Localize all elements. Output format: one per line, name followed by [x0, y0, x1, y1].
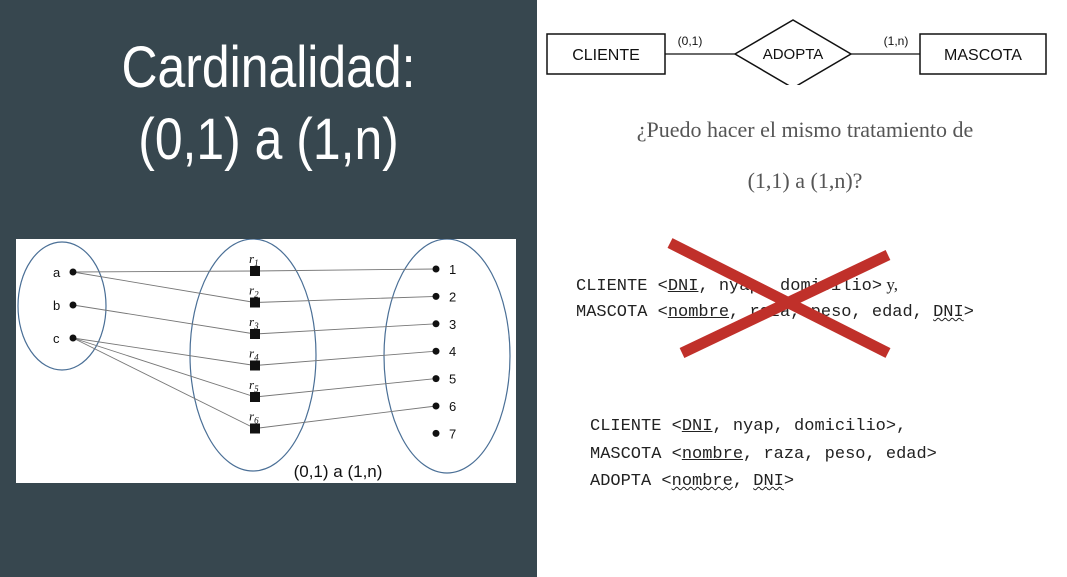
relation-point-r6	[250, 423, 260, 434]
relation-label-r4: r4	[249, 346, 259, 363]
wrong-l1-suffix: y,	[882, 275, 898, 294]
relation-subscript-r5: 5	[254, 384, 259, 394]
link-right-r3	[254, 323, 437, 335]
entity-mascota-label: MASCOTA	[944, 47, 1022, 64]
title-line-1: Cardinalidad:	[121, 35, 416, 100]
left-point-c	[69, 334, 77, 342]
wrong-l2-key: nombre	[667, 303, 730, 322]
question-line-1: ¿Puedo hacer el mismo tratamiento de	[636, 117, 974, 142]
right-schema-line-3: ADOPTA <nombre, DNI>	[590, 472, 794, 491]
left-label-b: b	[53, 298, 60, 313]
link-left-r6	[72, 337, 256, 429]
right-point-2	[432, 292, 440, 300]
right-point-6	[432, 402, 440, 410]
mapping-svg: a b c r1 r2 r3 r4 r5 r6 1 2 3 4 5 6 7 (0,1) a (1,n)	[17, 239, 511, 481]
link-right-r1	[254, 268, 437, 272]
right-point-1	[432, 265, 440, 273]
right-label-4: 4	[449, 344, 456, 359]
link-right-r6	[254, 405, 437, 429]
relation-label-r6: r6	[249, 409, 259, 426]
right-schema-line-1: CLIENTE <DNI, nyap, domicilio>,	[590, 417, 906, 436]
relation-point-r4	[250, 360, 260, 371]
right-l2-prefix: MASCOTA <	[590, 445, 682, 464]
right-point-5	[432, 375, 440, 383]
right-l3-end: >	[783, 472, 795, 491]
relation-point-r2	[250, 297, 260, 308]
relation-label-r5: r5	[249, 377, 259, 394]
wrong-l2-fk: DNI	[933, 303, 964, 322]
relation-point-r5	[250, 392, 260, 402]
right-label-7: 7	[449, 426, 456, 441]
mapping-caption: (0,1) a (1,n)	[294, 462, 383, 481]
left-label-a: a	[53, 265, 61, 280]
wrong-schema-line-2: MASCOTA <nombre, raza, peso, edad, DNI>	[576, 303, 974, 322]
relation-label-r3: r3	[249, 314, 259, 331]
mapping-diagram: a b c r1 r2 r3 r4 r5 r6 1 2 3 4 5 6 7 (0,1) a (1,n)	[16, 239, 516, 483]
right-set-ellipse	[383, 239, 511, 474]
link-left-r3	[72, 304, 256, 335]
right-label-6: 6	[449, 399, 456, 414]
question-line-2: (1,1) a (1,n)?	[747, 168, 863, 193]
relation-subscript-r6: 6	[254, 416, 259, 426]
right-label-1: 1	[449, 262, 456, 277]
right-label-2: 2	[449, 289, 456, 304]
wrong-l1-key: DNI	[667, 277, 699, 296]
card-right-label: (1,n)	[884, 34, 909, 48]
right-l1-prefix: CLIENTE <	[590, 417, 682, 436]
relation-point-r3	[250, 329, 260, 339]
relation-label-r1: r1	[249, 251, 259, 268]
link-left-r4	[72, 337, 256, 366]
link-right-r4	[254, 350, 437, 366]
right-schema-line-2: MASCOTA <nombre, raza, peso, edad>	[590, 445, 937, 464]
right-l1-rest: , nyap, domicilio>,	[712, 417, 907, 436]
right-l3-prefix: ADOPTA <	[590, 472, 672, 491]
cross-icon	[667, 238, 891, 358]
right-l3-key1: nombre	[671, 472, 733, 491]
relation-point-r1	[250, 266, 260, 276]
left-point-b	[69, 301, 77, 309]
right-point-7	[432, 429, 440, 437]
er-diagram: CLIENTE (0,1) ADOPTA (1,n) MASCOTA	[546, 19, 1047, 85]
entity-mascota-box	[919, 33, 1047, 75]
relation-subscript-r4: 4	[254, 353, 259, 363]
wrong-l2-prefix: MASCOTA <	[576, 303, 668, 322]
card-left-label: (0,1)	[678, 34, 703, 48]
right-point-4	[432, 347, 440, 355]
right-l3-sep: ,	[732, 472, 754, 491]
left-point-a	[69, 268, 77, 276]
relation-subscript-r1: 1	[254, 258, 259, 268]
relation-label-r2: r2	[249, 283, 259, 300]
right-point-3	[432, 320, 440, 328]
right-l2-key: nombre	[681, 445, 744, 464]
entity-cliente-label: CLIENTE	[572, 47, 640, 64]
link-right-r2	[254, 295, 437, 303]
link-left-r5	[72, 337, 256, 398]
slide-title: Cardinalidad: (0,1) a (1,n)	[38, 32, 500, 176]
right-l2-rest: , raza, peso, edad>	[743, 445, 937, 464]
wrong-l1-prefix: CLIENTE <	[576, 277, 668, 296]
link-left-r1	[72, 270, 256, 273]
relation-subscript-r3: 3	[253, 321, 259, 331]
relation-set-ellipse	[189, 239, 317, 472]
title-line-2: (0,1) a (1,n)	[138, 107, 399, 172]
left-set-ellipse	[17, 241, 107, 371]
link-right-r5	[254, 378, 437, 398]
right-label-3: 3	[449, 317, 456, 332]
wrong-l2-end: >	[963, 303, 974, 322]
link-left-r2	[72, 271, 256, 303]
left-label-c: c	[53, 331, 60, 346]
relation-subscript-r2: 2	[254, 290, 259, 300]
relationship-label: ADOPTA	[763, 46, 824, 63]
right-label-5: 5	[449, 372, 456, 387]
right-l1-key: DNI	[681, 417, 713, 436]
right-l3-key2: DNI	[753, 472, 784, 491]
